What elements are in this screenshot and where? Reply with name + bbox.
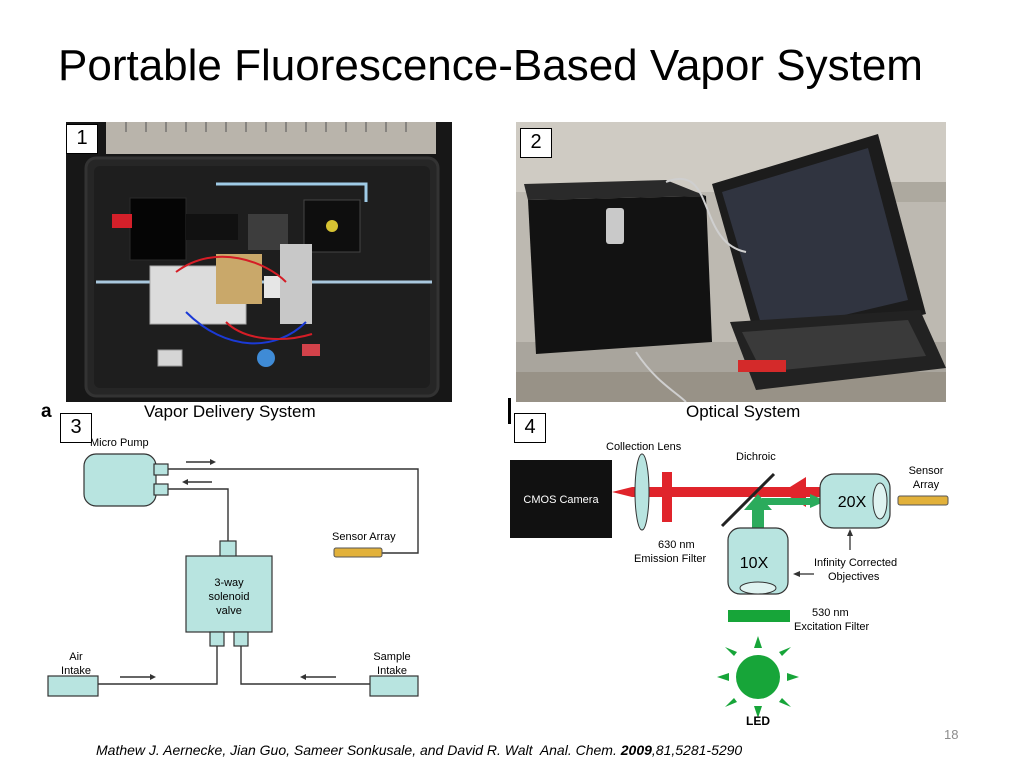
infinity-objectives-label-line2: Objectives (828, 571, 880, 583)
camera-beam-tip (612, 487, 632, 497)
case-and-laptop-illustration (516, 122, 946, 402)
led-label: LED (746, 714, 770, 728)
green-beam-arrowhead-right (810, 494, 826, 508)
dichroic-label: Dichroic (736, 451, 776, 463)
valve-label-line1: 3-way (214, 577, 244, 589)
flow-arrow (186, 459, 216, 465)
optical-system-diagram: Optical System Collection Lens Dichroic … (506, 398, 976, 728)
green-beam-horizontal (762, 498, 812, 505)
objective-10x-label: 10X (740, 555, 769, 572)
sample-intake (369, 675, 419, 697)
dichroic-mirror (720, 472, 776, 528)
vapor-delivery-diagram: a Vapor Delivery System Micro Pump Senso… (40, 398, 490, 720)
slide-title: Portable Fluorescence-Based Vapor System (58, 41, 923, 90)
hardware-case-illustration (66, 122, 452, 402)
sensor-array (897, 495, 949, 506)
sensor-array (333, 547, 383, 558)
green-beam-arrowhead-up (744, 494, 772, 510)
sensor-array-label-line2: Array (913, 479, 940, 491)
optical-diagram-title: Optical System (686, 402, 800, 421)
objective-10x (727, 527, 789, 595)
cmos-camera (510, 460, 612, 538)
pointer-arrow (793, 571, 814, 577)
air-intake-label-line2: Intake (61, 665, 91, 677)
panel-number-4: 4 (514, 413, 546, 443)
solenoid-valve (185, 540, 273, 647)
panel-number-1: 1 (66, 124, 98, 154)
slide-number: 18 (944, 727, 959, 742)
emission-filter-label-line1: 630 nm (658, 539, 695, 551)
sensor-array-label-line1: Sensor (909, 465, 944, 477)
infinity-objectives-label-line1: Infinity Corrected (814, 557, 897, 569)
micro-pump (83, 453, 169, 507)
emission-filter (662, 472, 672, 522)
excitation-filter-label-line2: Excitation Filter (794, 621, 870, 633)
sensor-array-label: Sensor Array (332, 531, 396, 543)
micro-pump-label: Micro Pump (90, 437, 149, 449)
air-intake (47, 675, 99, 697)
photo-vapor-hardware (66, 122, 452, 402)
citation-journal: Anal. Chem. (539, 742, 617, 758)
collection-lens-label: Collection Lens (606, 441, 682, 453)
citation: Mathew J. Aernecke, Jian Guo, Sameer Son… (96, 742, 742, 758)
cmos-camera-label: CMOS Camera (523, 494, 599, 506)
citation-details: ,81,5281-5290 (651, 742, 743, 758)
photo-portable-system (516, 122, 946, 402)
emission-filter-label-line2: Emission Filter (634, 553, 706, 565)
red-emission-beam (632, 487, 826, 497)
objective-20x-label: 20X (838, 494, 867, 511)
panel-number-2: 2 (520, 128, 552, 158)
flow-arrow (300, 674, 336, 680)
citation-year: 2009 (620, 742, 652, 758)
citation-authors: Mathew J. Aernecke, Jian Guo, Sameer Son… (96, 742, 533, 758)
excitation-filter-label-line1: 530 nm (812, 607, 849, 619)
excitation-filter (728, 610, 790, 622)
sample-intake-label-line1: Sample (373, 651, 410, 663)
objective-20x (819, 473, 891, 529)
valve-label-line3: valve (216, 605, 242, 617)
flow-arrow (182, 479, 212, 485)
diagram-letter: a (41, 401, 52, 422)
sample-intake-label-line2: Intake (377, 665, 407, 677)
air-intake-label-line1: Air (69, 651, 83, 663)
pointer-arrow (847, 529, 853, 550)
collection-lens (634, 453, 650, 531)
vapor-diagram-title: Vapor Delivery System (144, 402, 316, 421)
led-icon (717, 636, 799, 718)
valve-label-line2: solenoid (209, 591, 250, 603)
flow-arrow (120, 674, 156, 680)
panel-number-3: 3 (60, 413, 92, 443)
